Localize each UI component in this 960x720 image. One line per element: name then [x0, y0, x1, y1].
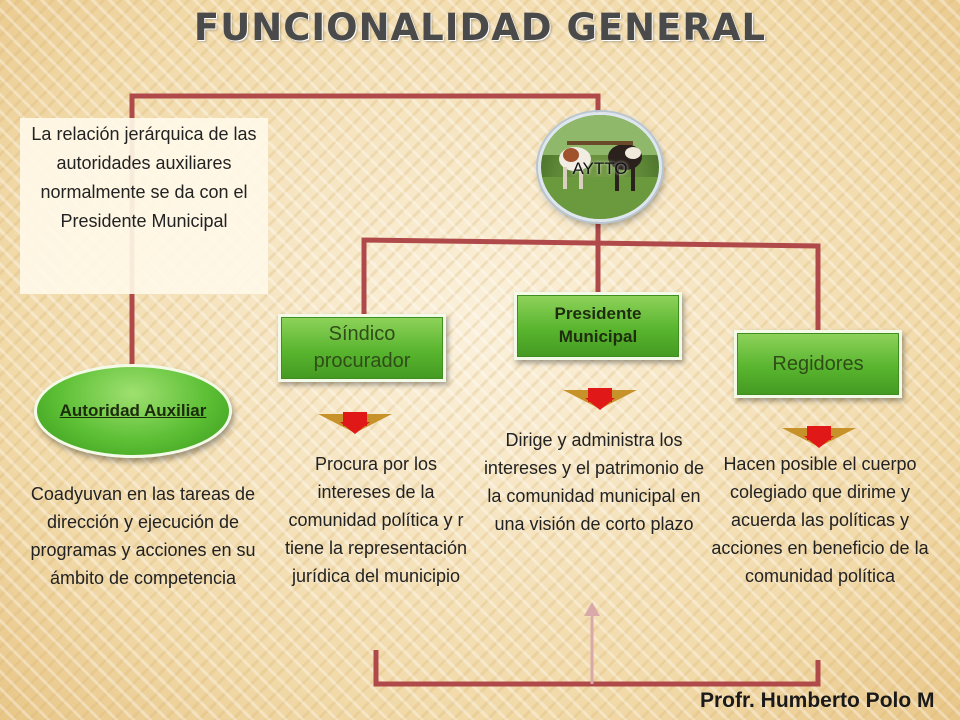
regidores-node: Regidores	[734, 330, 902, 398]
down-arrow-icon-sindico	[318, 412, 392, 434]
page-title: FUNCIONALIDAD GENERAL	[193, 6, 767, 49]
autoridad-auxiliar-node: Autoridad Auxiliar	[34, 364, 232, 458]
ayto-label: AYTTO	[572, 159, 628, 178]
feedback-arrowhead	[584, 602, 600, 616]
presidente-label: Presidente Municipal	[554, 304, 642, 346]
regidores-label: Regidores	[772, 352, 864, 375]
sindico-label: Síndico procurador	[313, 323, 411, 372]
hierarchy-note: La relación jerárquica de las autoridade…	[20, 118, 268, 294]
connector-bottom-feedback	[373, 650, 821, 687]
regidores-description: Hacen posible el cuerpo colegiado que di…	[711, 454, 929, 586]
autoridad-auxiliar-description: Coadyuvan en las tareas de dirección y e…	[30, 484, 256, 588]
sindico-description: Procura por los intereses de la comunida…	[284, 454, 468, 586]
oxen-illustration	[541, 115, 659, 219]
connector-sindico-regidores	[361, 237, 821, 334]
presidente-description: Dirige y administra los intereses y el p…	[483, 430, 705, 534]
down-arrow-icon-presidente	[563, 388, 637, 410]
autoridad-auxiliar-label: Autoridad Auxiliar	[59, 400, 207, 420]
presidente-node: Presidente Municipal	[514, 292, 682, 360]
author-credit: Profr. Humberto Polo M	[700, 689, 935, 712]
ayto-node: AYTTO	[538, 112, 662, 222]
down-arrow-icon-regidores	[782, 426, 856, 448]
sindico-node: Síndico procurador	[278, 314, 446, 382]
